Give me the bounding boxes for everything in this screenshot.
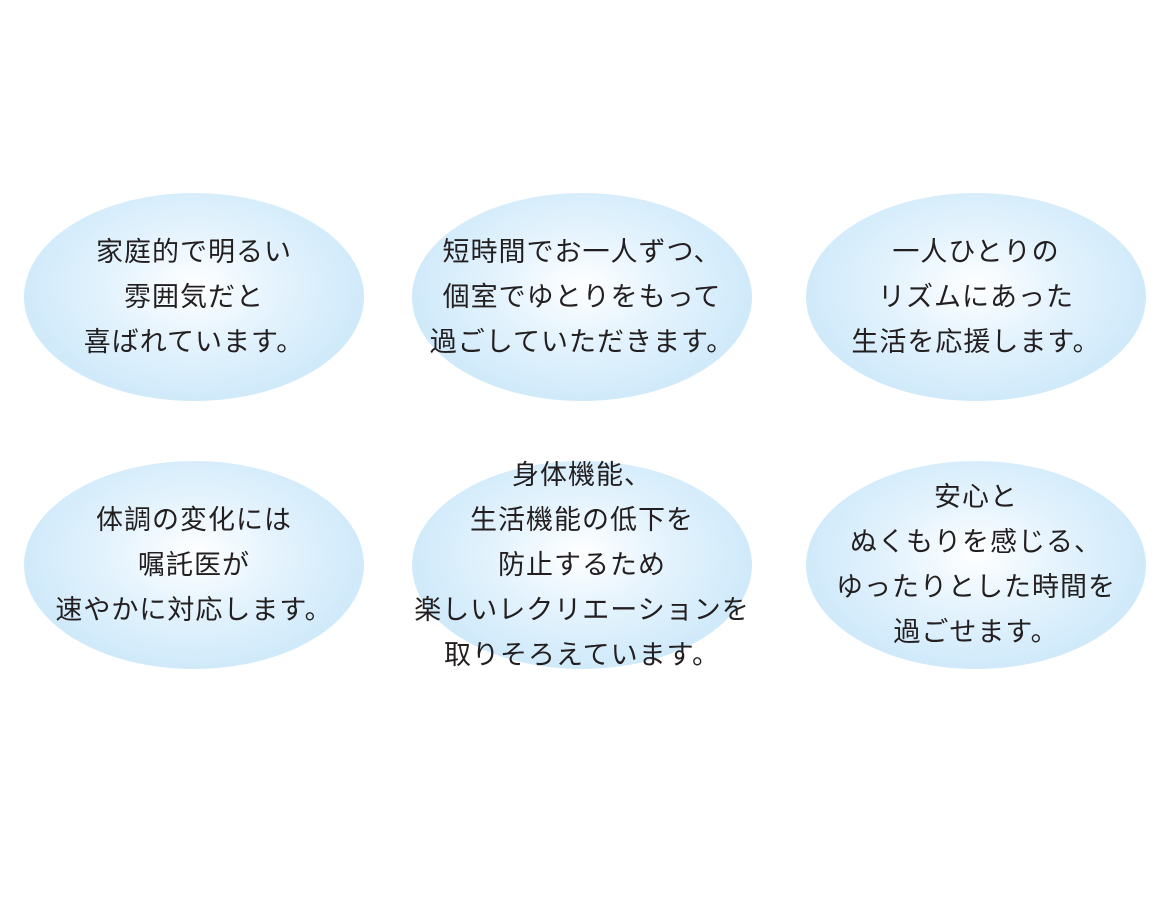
bubble-text-homely-atmosphere: 家庭的で明るい雰囲気だと喜ばれています。 <box>0 147 404 447</box>
bubble-line: 家庭的で明るい <box>96 236 292 268</box>
bubble-line: 一人ひとりの <box>892 236 1060 268</box>
bubble-line: 嘱託医が <box>138 549 250 581</box>
bubble-line: 生活を応援します。 <box>851 326 1101 358</box>
bubble-line: 過ごせます。 <box>893 617 1059 648</box>
bubble-private-room-time <box>412 193 752 401</box>
bubble-line: 雰囲気だと <box>124 281 264 313</box>
bubble-homely-atmosphere <box>24 193 364 401</box>
bubble-line: 生活機能の低下を <box>470 504 694 536</box>
bubble-line: 速やかに対応します。 <box>55 594 333 626</box>
bubble-line: 取りそろえています。 <box>444 639 720 671</box>
bubble-individual-rhythm <box>806 193 1146 401</box>
bubble-line: ぬくもりを感じる、 <box>850 527 1102 558</box>
bubble-line: 楽しいレクリエーションを <box>414 594 750 626</box>
bubble-text-warm-relaxing-time: 安心とぬくもりを感じる、ゆったりとした時間を過ごせます。 <box>766 415 1168 715</box>
bubble-text-private-room-time: 短時間でお一人ずつ、個室でゆとりをもって過ごしていただきます。 <box>372 147 792 447</box>
bubble-recreation <box>412 461 752 669</box>
bubble-warm-relaxing-time <box>806 461 1146 669</box>
bubble-line: 喜ばれています。 <box>83 326 305 358</box>
bubble-line: 個室でゆとりをもって <box>442 281 722 313</box>
bubble-line: ゆったりとした時間を <box>836 572 1116 603</box>
bubble-text-individual-rhythm: 一人ひとりのリズムにあった生活を応援します。 <box>766 147 1168 447</box>
bubble-line: 身体機能、 <box>512 459 652 491</box>
bubble-line: 過ごしていただきます。 <box>429 326 735 358</box>
bubble-line: 安心と <box>934 482 1018 513</box>
bubble-text-recreation: 身体機能、生活機能の低下を防止するため楽しいレクリエーションを取りそろえています… <box>372 415 792 715</box>
bubble-doctor-support <box>24 461 364 669</box>
bubble-line: 防止するため <box>498 549 666 581</box>
bubble-line: 体調の変化には <box>96 504 292 536</box>
bubble-text-doctor-support: 体調の変化には嘱託医が速やかに対応します。 <box>0 415 404 715</box>
bubble-line: 短時間でお一人ずつ、 <box>442 236 722 268</box>
bubble-line: リズムにあった <box>878 281 1074 313</box>
